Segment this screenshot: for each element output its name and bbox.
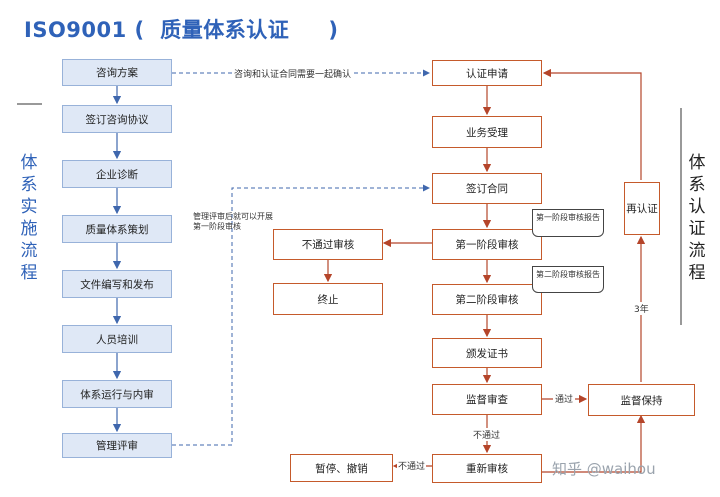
diagnosis-box: 企业诊断 bbox=[62, 160, 172, 188]
acceptance-box: 业务受理 bbox=[432, 116, 542, 148]
arrow-recert-application bbox=[542, 68, 642, 180]
implementation-process-label: 体系实施流程 bbox=[20, 153, 38, 283]
doc-writing-box: 文件编写和发布 bbox=[62, 270, 172, 298]
arrow-reaudit-maintain bbox=[542, 414, 646, 473]
application-box: 认证申请 bbox=[432, 60, 542, 86]
consult-plan-box: 咨询方案 bbox=[62, 59, 172, 86]
reaudit-box: 重新审核 bbox=[432, 454, 542, 483]
certificate-box: 颁发证书 bbox=[432, 338, 542, 368]
maintain-box: 监督保持 bbox=[588, 384, 695, 416]
stage2-audit-box: 第二阶段审核 bbox=[432, 284, 542, 315]
consult-contract-label: 咨询和认证合同需要一起确认 bbox=[232, 67, 354, 80]
after-review-note: 管理评审后就可以开展第一阶段审核 bbox=[193, 212, 273, 231]
watermark: 知乎 @waihou bbox=[552, 460, 656, 478]
pass-label: 通过 bbox=[553, 392, 576, 405]
page-title: ISO9001 ( 质量体系认证 ) bbox=[24, 18, 339, 42]
stage2-report-doc: 第二阶段审核报告 bbox=[532, 266, 604, 293]
recert-box: 再认证 bbox=[624, 182, 660, 235]
suspend-revoke-box: 暂停、撤销 bbox=[290, 454, 393, 482]
terminate-box: 终止 bbox=[273, 283, 383, 315]
not-pass-down-label: 不通过 bbox=[471, 428, 503, 441]
training-box: 人员培训 bbox=[62, 325, 172, 353]
management-review-box: 管理评审 bbox=[62, 433, 172, 458]
sign-contract-box: 签订合同 bbox=[432, 173, 542, 204]
stage1-report-doc: 第一阶段审核报告 bbox=[532, 209, 604, 237]
dashed-review-to-contract bbox=[172, 184, 430, 446]
surveillance-box: 监督审查 bbox=[432, 384, 542, 415]
not-passed-box: 不通过审核 bbox=[273, 229, 383, 260]
certification-process-label: 体系认证流程 bbox=[688, 153, 706, 283]
operation-audit-box: 体系运行与内审 bbox=[62, 380, 172, 408]
stage1-audit-box: 第一阶段审核 bbox=[432, 229, 542, 260]
qms-planning-box: 质量体系策划 bbox=[62, 215, 172, 243]
sign-consult-agreement-box: 签订咨询协议 bbox=[62, 105, 172, 133]
not-pass-left-label: 不通过 bbox=[397, 459, 427, 472]
three-years-label: 3年 bbox=[632, 302, 651, 315]
